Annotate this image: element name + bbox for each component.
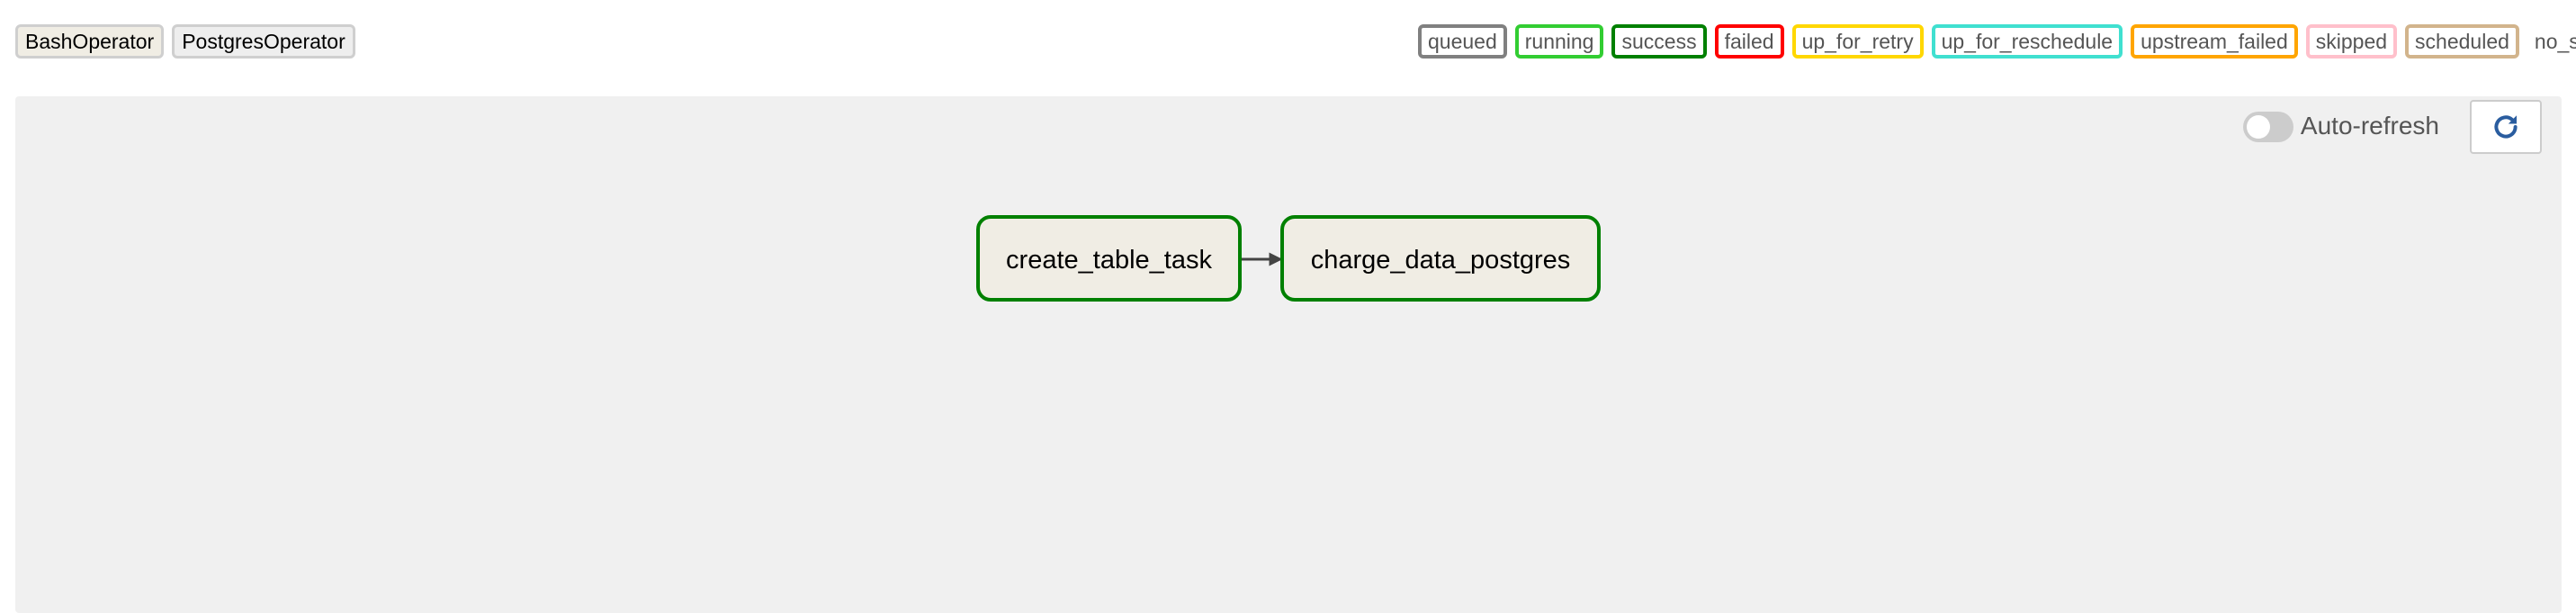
state-legend: queued running success failed up_for_ret… [1418,24,2576,59]
refresh-button[interactable] [2470,100,2542,154]
node-label: create_table_task [1006,246,1212,275]
dag-graph[interactable]: create_table_task charge_data_postgres [15,96,2562,613]
state-chip-queued[interactable]: queued [1418,24,1507,59]
state-chip-failed[interactable]: failed [1714,24,1784,59]
node-label: charge_data_postgres [1311,246,1571,275]
state-chip-upstream-failed[interactable]: upstream_failed [2131,24,2298,59]
node-box[interactable] [976,215,1242,302]
state-chip-success[interactable]: success [1611,24,1707,59]
state-chip-up-for-retry[interactable]: up_for_retry [1791,24,1924,59]
operator-chip-postgres[interactable]: PostgresOperator [172,24,355,59]
state-chip-up-for-reschedule[interactable]: up_for_reschedule [1931,24,2123,59]
node-create-table-task[interactable]: create_table_task [976,215,1242,302]
graph-panel[interactable]: create_table_task charge_data_postgres A… [15,96,2562,613]
operator-legend: BashOperator PostgresOperator [15,24,355,59]
state-chip-scheduled[interactable]: scheduled [2405,24,2519,59]
state-chip-no-status[interactable]: no_status [2527,24,2576,59]
auto-refresh-toggle[interactable] [2242,112,2293,142]
refresh-controls: Auto-refresh [2242,96,2542,156]
refresh-icon [2494,115,2518,139]
node-box[interactable] [1280,215,1601,302]
node-charge-data-postgres[interactable]: charge_data_postgres [1280,215,1601,302]
state-chip-skipped[interactable]: skipped [2305,24,2398,59]
operator-chip-bash[interactable]: BashOperator [15,24,165,59]
auto-refresh-label: Auto-refresh [2300,112,2439,140]
state-chip-running[interactable]: running [1514,24,1604,59]
toggle-knob [2246,115,2270,139]
